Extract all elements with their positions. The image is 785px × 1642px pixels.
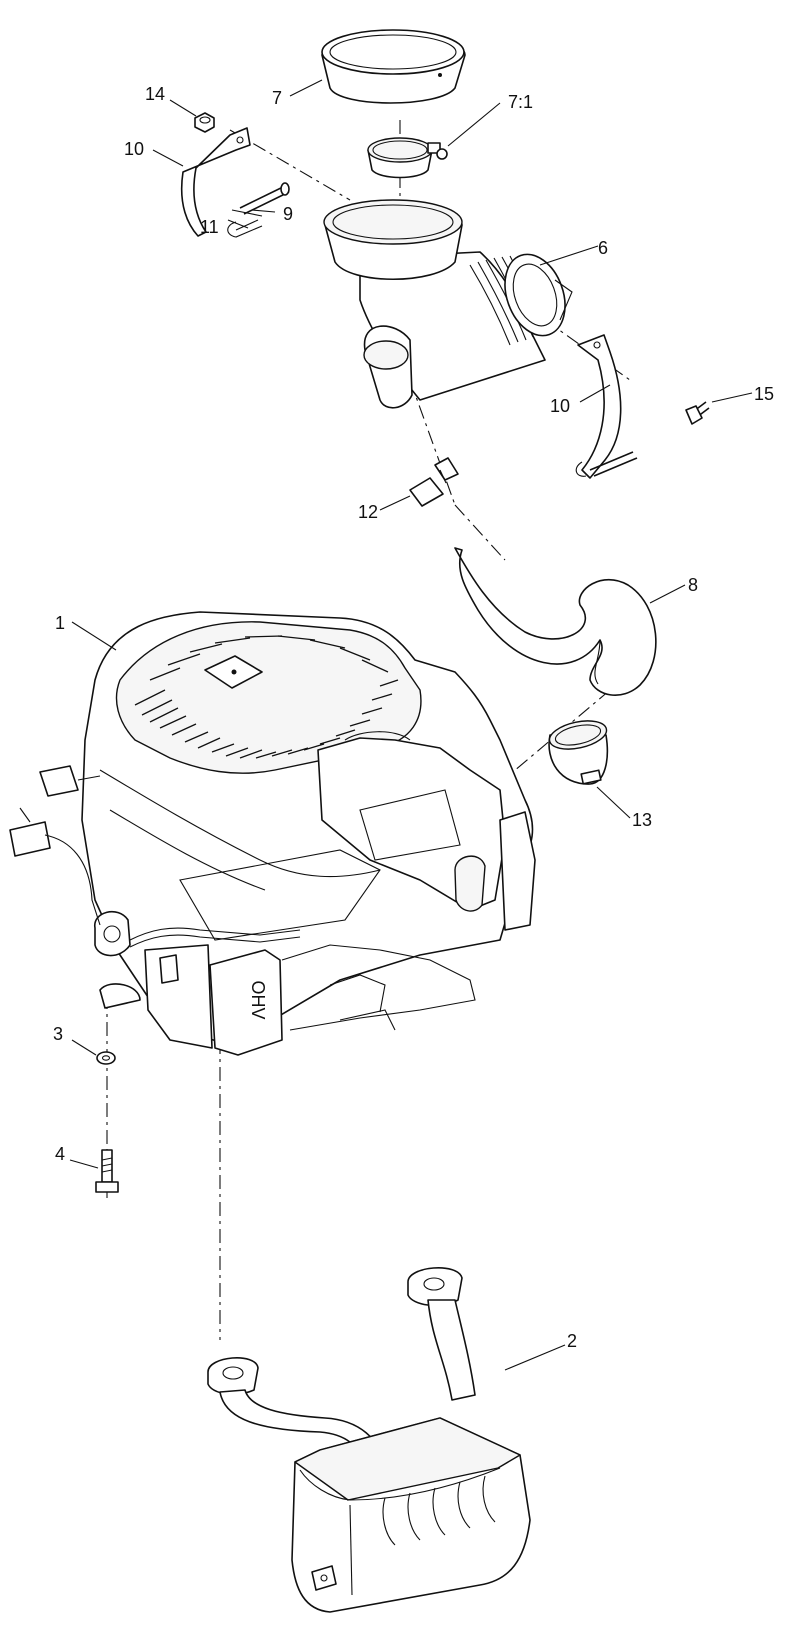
part-13-hose-clamp	[548, 720, 609, 785]
part-12-clip	[409, 457, 459, 507]
part-9-clevis-pin	[231, 182, 290, 217]
leader-lines	[69, 79, 753, 1371]
callout-13: 13	[632, 810, 652, 830]
part-7-1-band-clamp	[367, 137, 448, 179]
callout-6: 6	[598, 238, 608, 258]
callout-10-upper: 10	[124, 139, 144, 159]
part-2-muffler	[207, 1267, 531, 1613]
callout-4: 4	[55, 1144, 65, 1164]
part-7-precleaner-cap	[321, 29, 466, 104]
callout-11: 11	[200, 217, 219, 237]
part-10-upper-strap	[180, 127, 251, 237]
part-6-air-cleaner	[323, 199, 573, 409]
callout-15: 15	[754, 384, 774, 404]
engine-ohv-stamp: OHV	[248, 980, 268, 1019]
callout-1: 1	[55, 613, 65, 633]
part-10-right-strap	[575, 334, 638, 479]
callout-7: 7	[272, 88, 282, 108]
part-4-bolt	[95, 1149, 119, 1193]
part-11-hairpin	[227, 219, 263, 238]
callout-10-right: 10	[550, 396, 570, 416]
callout-8: 8	[688, 575, 698, 595]
part-15-bolt	[685, 401, 710, 425]
callout-7-1: 7:1	[508, 92, 533, 112]
part-1-engine: OHV	[9, 611, 536, 1056]
callout-9: 9	[283, 204, 293, 224]
engine-fan-grille	[134, 635, 399, 759]
callout-labels: 14 7 7:1 10 9 11 6 15 10 12 8 1 13 3 4 2	[53, 84, 774, 1351]
callout-2: 2	[567, 1331, 577, 1351]
part-8-intake-hose	[454, 547, 657, 696]
callout-14: 14	[145, 84, 165, 104]
part-14-nut	[194, 112, 215, 133]
callout-12: 12	[358, 502, 378, 522]
part-3-washer	[96, 1051, 116, 1065]
callout-3: 3	[53, 1024, 63, 1044]
